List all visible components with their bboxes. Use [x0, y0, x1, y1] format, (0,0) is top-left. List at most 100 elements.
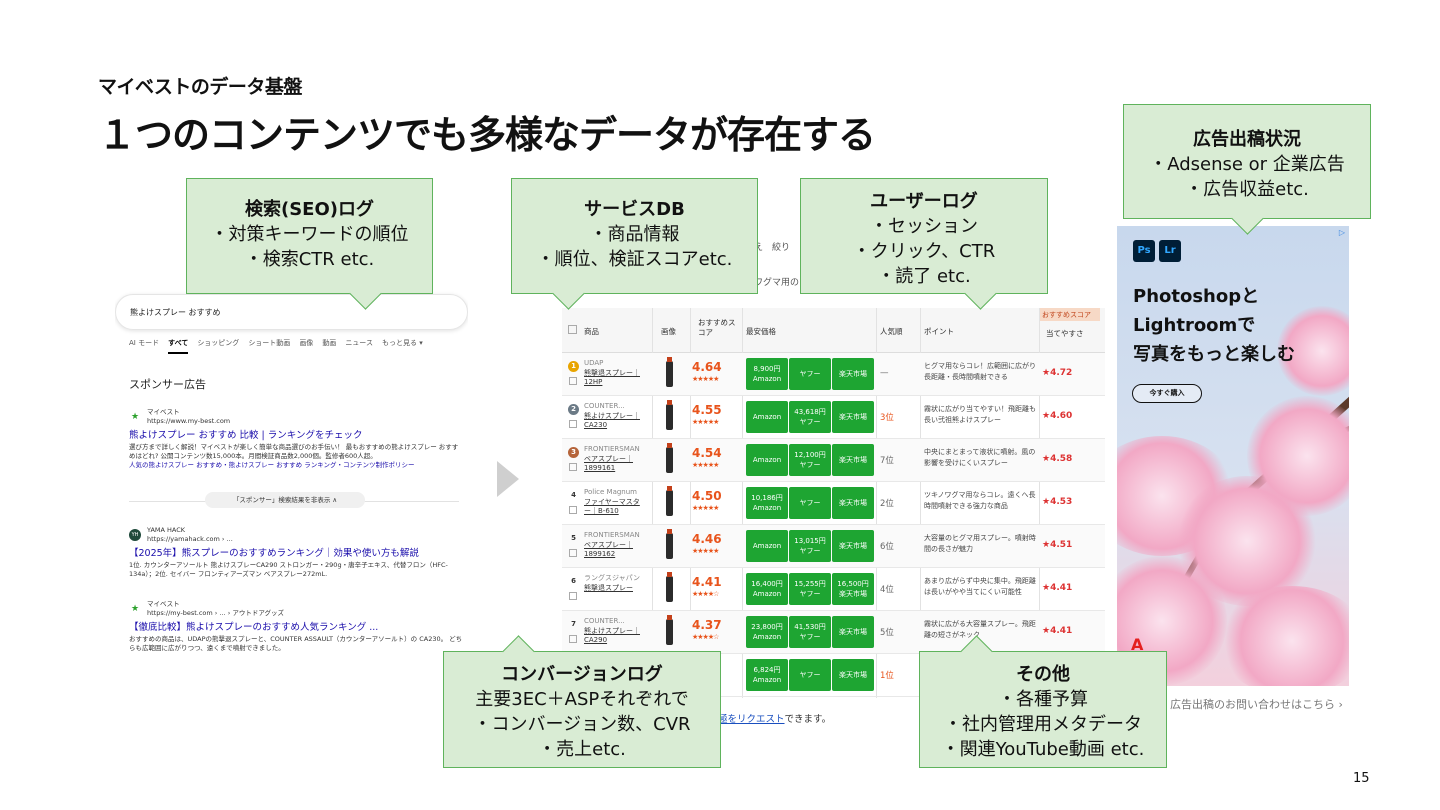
- amazon-button[interactable]: Amazon: [746, 444, 788, 476]
- product-link[interactable]: ベアスプレー｜1899162: [584, 540, 633, 559]
- product-point: 霧状に広がり当てやすい！飛距離も長い弐祖熊よけスプレー: [924, 405, 1036, 424]
- spray-bottle-icon: [666, 572, 673, 602]
- product-link[interactable]: ベアスプレー｜1899161: [584, 454, 633, 473]
- compare-checkbox[interactable]: [569, 635, 577, 643]
- callout-line: 主要3EC＋ASPそれぞれで: [475, 689, 689, 710]
- tab-images[interactable]: 画像: [299, 339, 314, 347]
- product-brand: COUNTER...: [584, 402, 625, 410]
- rank-badge: 2: [568, 404, 579, 415]
- spray-bottle-icon: [666, 400, 673, 430]
- tab-short-video[interactable]: ショート動画: [248, 339, 291, 347]
- rakuten-button[interactable]: 楽天市場: [832, 530, 874, 562]
- col-ease[interactable]: 当てやすさ: [1046, 329, 1084, 338]
- ad-banner[interactable]: Ps Lr ▷ Photoshopと Lightroomで 写真をもっと楽しむ …: [1117, 226, 1349, 686]
- adchoices-icon[interactable]: ▷: [1338, 228, 1345, 237]
- col-score[interactable]: おすすめスコア: [698, 318, 736, 337]
- result-site: YAMA HACK: [147, 526, 186, 534]
- search-input[interactable]: 熊よけスプレー おすすめ: [115, 294, 468, 330]
- result-title-link[interactable]: 熊よけスプレー おすすめ 比較 | ランキングをチェック: [129, 430, 363, 441]
- product-link[interactable]: ファイヤーマスター｜B-610: [584, 497, 640, 516]
- yahoo-button[interactable]: ヤフー: [789, 358, 831, 390]
- tab-ai-mode[interactable]: AI モード: [129, 339, 160, 347]
- rakuten-button[interactable]: 16,500円楽天市場: [832, 573, 874, 605]
- rank-badge: 3: [568, 447, 579, 458]
- result-title-link[interactable]: 【2025年】熊スプレーのおすすめランキング｜効果や使い方も解説: [129, 548, 419, 559]
- table-header: 商品 画像 おすすめスコア 最安価格 人気順 ポイント おすすめスコア 当てやす…: [562, 308, 1105, 353]
- compare-checkbox[interactable]: [569, 420, 577, 428]
- request-link[interactable]: 極をリクエスト: [718, 714, 785, 725]
- yahoo-button[interactable]: 13,015円ヤフー: [789, 530, 831, 562]
- yahoo-button[interactable]: 43,618円ヤフー: [789, 401, 831, 433]
- rakuten-button-label: 楽天市場: [839, 542, 867, 550]
- hide-sponsored-toggle[interactable]: 「スポンサー」検索結果を非表示 ∧: [205, 492, 365, 508]
- yahoo-button[interactable]: 12,100円ヤフー: [789, 444, 831, 476]
- amazon-button-label: Amazon: [752, 413, 782, 421]
- callout-line: ・関連YouTube動画 etc.: [941, 739, 1145, 760]
- rakuten-button[interactable]: 楽天市場: [832, 401, 874, 433]
- product-point: 大容量のヒグマ用スプレー。噴射時間の長さが魅力: [924, 534, 1036, 553]
- result-snippet: おすすめの商品は、UDAPの熊撃退スプレーと、COUNTER ASSAULT（カ…: [129, 635, 463, 652]
- tab-shopping[interactable]: ショッピング: [197, 339, 240, 347]
- rakuten-button[interactable]: 楽天市場: [832, 616, 874, 648]
- star-rating: ★★★★☆: [692, 633, 719, 641]
- spray-bottle-icon: [666, 357, 673, 387]
- spray-bottle-icon: [666, 443, 673, 473]
- buy-now-button[interactable]: 今すぐ購入: [1132, 384, 1202, 403]
- star-rating: ★★★★★: [692, 418, 719, 426]
- product-link[interactable]: 熊撃退スプレー｜12HP: [584, 368, 640, 387]
- product-link[interactable]: 熊よけスプレー｜CA290: [584, 626, 640, 645]
- yahoo-button-label: ヤフー: [799, 499, 821, 507]
- tab-videos[interactable]: 動画: [322, 339, 337, 347]
- amazon-button-label: Amazon: [752, 456, 782, 464]
- slide-subtitle: マイベストのデータ基盤: [98, 76, 302, 98]
- rakuten-button[interactable]: 楽天市場: [832, 358, 874, 390]
- product-link[interactable]: 熊撃退スプレー: [584, 583, 633, 592]
- tab-news[interactable]: ニュース: [345, 339, 373, 347]
- callout-line: ・順位、検証スコアetc.: [536, 249, 733, 270]
- ad-inquiry-link[interactable]: 広告出稿のお問い合わせはこちら ›: [1170, 698, 1343, 711]
- result-title-link[interactable]: 【徹底比較】熊よけスプレーのおすすめ人気ランキング ...: [129, 622, 379, 633]
- yahoo-button[interactable]: 15,255円ヤフー: [789, 573, 831, 605]
- rakuten-button-label: 16,500円: [837, 580, 869, 588]
- yahoo-button-label: 15,255円: [794, 580, 826, 588]
- callout-line: ・クリック、CTR: [852, 241, 996, 262]
- amazon-button-sub: Amazon: [752, 676, 782, 684]
- callout-line: ・Adsense or 企業広告: [1149, 154, 1345, 175]
- star-rating: ★★★★★: [692, 547, 719, 555]
- product-link[interactable]: 熊よけスプレー｜CA230: [584, 411, 640, 430]
- tab-all[interactable]: すべて: [168, 338, 189, 354]
- rank-badge: 5: [571, 534, 576, 542]
- rakuten-button[interactable]: 楽天市場: [832, 444, 874, 476]
- yahoo-button-sub: ヤフー: [799, 418, 821, 426]
- yahoo-button[interactable]: ヤフー: [789, 659, 831, 691]
- callout-line: ・対策キーワードの順位: [210, 224, 409, 245]
- amazon-button[interactable]: Amazon: [746, 530, 788, 562]
- amazon-button[interactable]: Amazon: [746, 401, 788, 433]
- callout-ad-status: 広告出稿状況 ・Adsense or 企業広告 ・広告収益etc.: [1123, 104, 1371, 219]
- compare-checkbox[interactable]: [569, 592, 577, 600]
- col-popularity[interactable]: 人気順: [880, 327, 903, 336]
- yahoo-button-label: ヤフー: [799, 671, 821, 679]
- compare-checkbox[interactable]: [569, 549, 577, 557]
- compare-checkbox[interactable]: [569, 463, 577, 471]
- star-icon: ★: [130, 412, 140, 422]
- rakuten-button[interactable]: 楽天市場: [832, 659, 874, 691]
- product-name: COUNTER...熊よけスプレー｜CA230: [584, 402, 646, 431]
- compare-checkbox[interactable]: [569, 377, 577, 385]
- yahoo-button-label: 43,618円: [794, 408, 826, 416]
- yahoo-button[interactable]: 41,530円ヤフー: [789, 616, 831, 648]
- tab-more[interactable]: もっと見る ▾: [381, 339, 423, 347]
- compare-checkbox[interactable]: [569, 506, 577, 514]
- request-note: 極をリクエストできます。: [718, 711, 831, 725]
- rakuten-button[interactable]: 楽天市場: [832, 487, 874, 519]
- partial-text: ワグマ用の: [754, 278, 800, 288]
- result-sublinks[interactable]: 人気の熊よけスプレー おすすめ・熊よけスプレー おすすめ ランキング・コンテンツ…: [129, 461, 415, 469]
- yahoo-button[interactable]: ヤフー: [789, 487, 831, 519]
